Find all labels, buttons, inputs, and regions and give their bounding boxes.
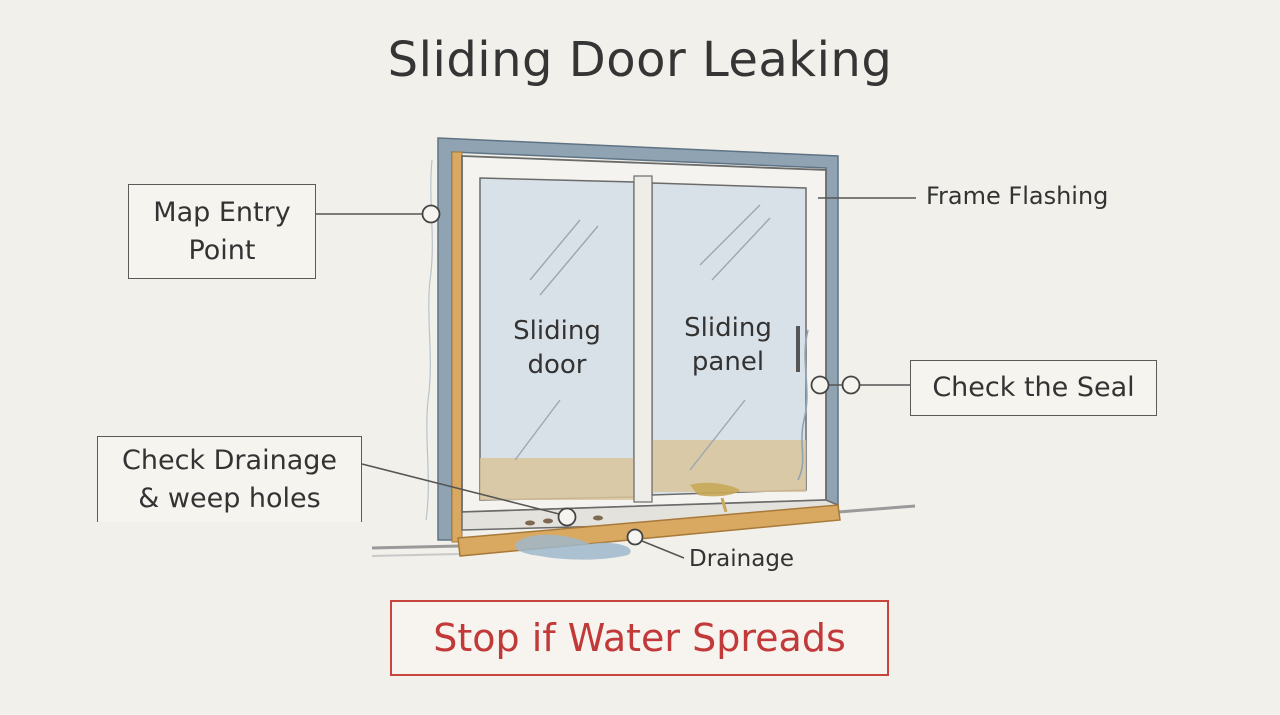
water-drip xyxy=(720,497,728,513)
check-seal-label: Check the Seal xyxy=(910,360,1157,416)
weep-holes xyxy=(525,515,603,526)
map-entry-label: Map Entry Point xyxy=(128,184,316,279)
mullion xyxy=(633,175,653,503)
right-sill-stain xyxy=(652,440,806,492)
left-sill-stain xyxy=(480,458,634,500)
seal-marker-1 xyxy=(810,375,830,395)
left-panel-label: Sliding door xyxy=(513,316,601,380)
water-streak-right xyxy=(797,329,809,481)
drainage-check-leader xyxy=(361,463,560,515)
map-entry-marker xyxy=(421,204,441,224)
frame-flashing-label: Frame Flashing xyxy=(926,182,1109,210)
check-drainage-label: Check Drainage & weep holes xyxy=(97,436,362,522)
floor-line-shadow xyxy=(371,553,461,557)
door-handle xyxy=(796,326,800,372)
seal-marker-2 xyxy=(841,375,861,395)
weep-hole-marker xyxy=(557,507,577,527)
floor-line xyxy=(371,504,916,550)
warning-banner: Stop if Water Spreads xyxy=(390,600,889,676)
wood-jamb xyxy=(451,151,463,543)
drainage-marker xyxy=(626,528,644,546)
water-leak xyxy=(690,482,740,497)
right-panel-label: Sliding panel xyxy=(684,313,772,377)
frame-flashing xyxy=(437,137,839,541)
page-title: Sliding Door Leaking xyxy=(387,32,893,88)
drainage-leader xyxy=(641,540,685,559)
drainage-label: Drainage xyxy=(689,546,795,572)
water-puddle xyxy=(515,534,631,560)
glass-reflections xyxy=(514,204,771,471)
